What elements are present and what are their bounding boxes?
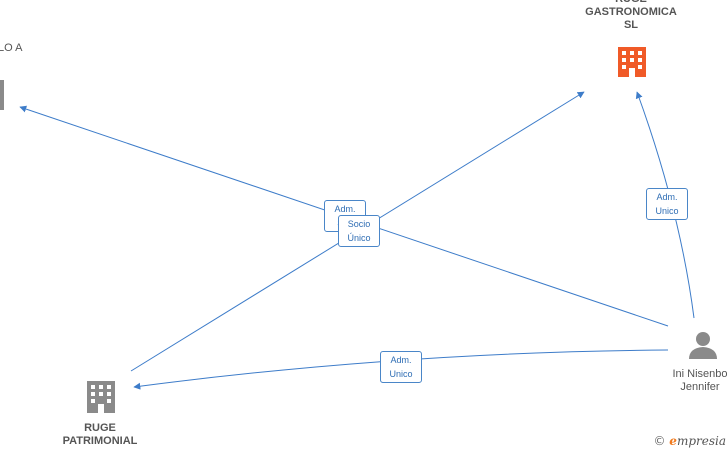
brand-logo-initial: e	[669, 434, 677, 448]
grey-building-icon[interactable]	[0, 80, 4, 110]
edge-label-socio-unico[interactable]: Socio Único	[338, 215, 380, 247]
node-label-person[interactable]: Ini Nisenbo Jennifer	[672, 368, 728, 393]
copyright-symbol: ©	[653, 434, 666, 448]
orange-building-icon[interactable]	[618, 47, 646, 77]
node-label-top-left[interactable]: LO A	[0, 42, 23, 54]
node-label-ruge-gastronomica[interactable]: RUGE GASTRONOMICA SL	[585, 0, 677, 31]
brand-logo-text: mpresia	[676, 434, 726, 448]
person-icon[interactable]	[689, 332, 717, 359]
edge-label-adm-unico-patrimonial[interactable]: Adm. Unico	[380, 351, 422, 383]
node-label-ruge-patrimonial[interactable]: RUGE PATRIMONIAL	[62, 422, 138, 447]
edge-label-adm-unico-gastronomica[interactable]: Adm. Unico	[646, 188, 688, 220]
brand-watermark: © empresia	[653, 434, 726, 448]
grey-building-icon[interactable]	[87, 381, 115, 413]
